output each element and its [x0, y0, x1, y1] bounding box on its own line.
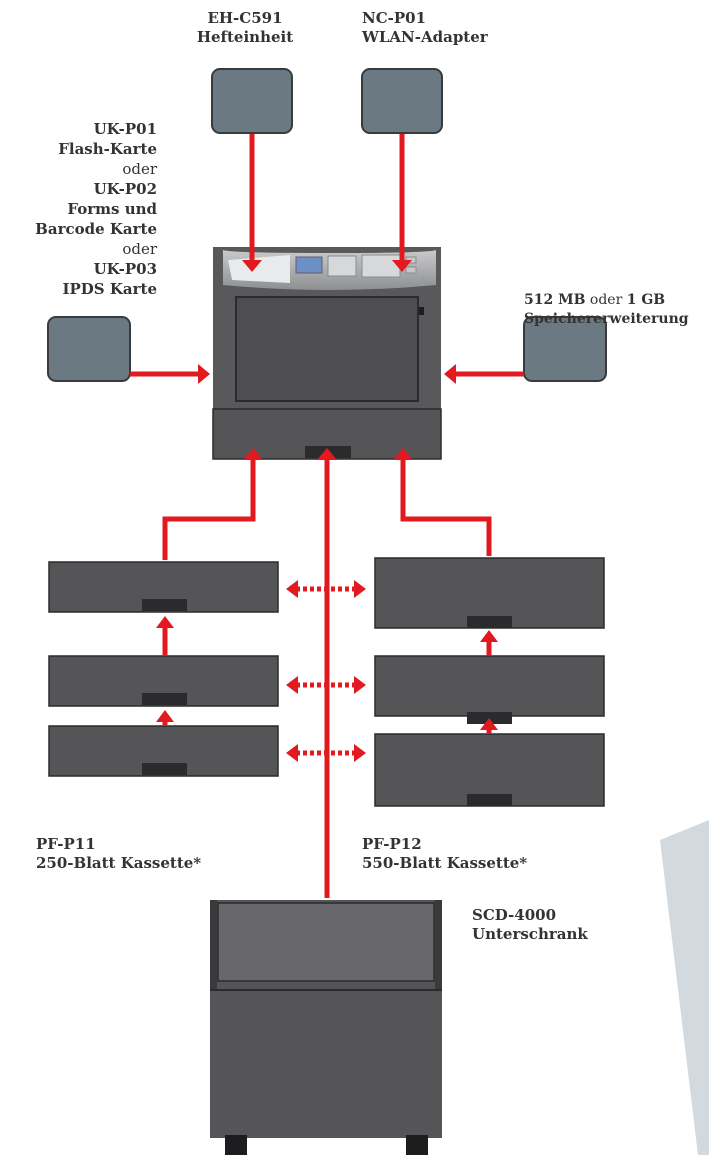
arrowhead: [286, 744, 298, 762]
wlan-name: WLAN-Adapter: [362, 28, 488, 46]
cassette-small-label: PF-P11 250-Blatt Kassette*: [36, 835, 256, 873]
printer-panel-face: [228, 255, 290, 283]
card-options-label: UK-P01 Flash-Karte oder UK-P02 Forms und…: [0, 119, 157, 299]
arrowhead: [317, 448, 337, 460]
printer-lcd: [295, 256, 323, 274]
wlan-code: NC-P01: [362, 9, 427, 27]
cassette-handle: [467, 616, 512, 628]
cassette-handle: [142, 693, 187, 705]
arrowhead: [198, 364, 210, 384]
cassette-small-code: PF-P11: [36, 835, 96, 853]
cabinet-label: SCD-4000 Unterschrank: [472, 906, 652, 944]
arrowhead: [286, 676, 298, 694]
arrowhead: [480, 630, 498, 642]
cassette-large-2: [374, 655, 605, 717]
cassette-handle: [467, 794, 512, 806]
cabinet-door: [217, 902, 435, 982]
arrowhead: [354, 744, 366, 762]
stapler-name: Hefteinheit: [196, 28, 294, 46]
cabinet-wheel-left: [225, 1135, 247, 1155]
printer: [212, 247, 442, 460]
arrowhead: [286, 580, 298, 598]
arrow-small-stack: [162, 456, 256, 560]
cabinet-code: SCD-4000: [472, 906, 557, 924]
connection-arrows: [130, 134, 524, 898]
printer-led-b: [405, 266, 417, 274]
flash-card-code: UK-P01: [93, 120, 157, 138]
cabinet: [210, 900, 442, 1155]
arrow-large-stack: [400, 456, 492, 556]
cabinet-wheel-right: [406, 1135, 428, 1155]
cassette-large-code: PF-P12: [362, 835, 422, 853]
forms-card-code: UK-P02: [93, 180, 157, 198]
arrowhead: [354, 580, 366, 598]
cassette-large-label: PF-P12 550-Blatt Kassette*: [362, 835, 582, 873]
memory-name: Speichererweiterung: [524, 311, 689, 327]
card-module-box: [47, 316, 131, 382]
arrowhead: [156, 616, 174, 628]
memory-option-2: 1 GB: [626, 292, 666, 308]
cassette-large-name: 550-Blatt Kassette*: [362, 854, 528, 872]
forms-card-name-1: Forms und: [67, 200, 157, 218]
cassette-handle: [467, 712, 512, 724]
cassette-stack-large: [374, 557, 605, 807]
stapler-module-box: [211, 68, 293, 134]
cabinet-side-left: [210, 900, 217, 990]
or-text: oder: [589, 292, 623, 308]
arrowhead: [393, 448, 413, 460]
stapler-label: EH-C591 Hefteinheit: [180, 9, 310, 47]
printer-button-a: [327, 255, 357, 277]
memory-module-box: [523, 316, 607, 382]
printer-front-door: [235, 296, 419, 402]
printer-button-b: [361, 254, 401, 278]
arrowhead: [354, 676, 366, 694]
arrowheads: [156, 260, 498, 762]
cassette-small-name: 250-Blatt Kassette*: [36, 854, 202, 872]
cassette-stack-small: [48, 561, 279, 777]
arrowhead: [243, 448, 263, 460]
wlan-module-box: [361, 68, 443, 134]
cassette-handle: [142, 599, 187, 611]
backdrop-shape: [660, 820, 709, 1155]
arrowhead: [156, 710, 174, 722]
or-text: oder: [122, 160, 157, 178]
ipds-card-name: IPDS Karte: [62, 280, 158, 298]
cassette-handle: [142, 763, 187, 775]
arrowhead: [242, 260, 262, 272]
printer-latch: [419, 307, 424, 315]
cabinet-name: Unterschrank: [472, 925, 588, 943]
wlan-label: NC-P01 WLAN-Adapter: [362, 9, 512, 47]
arrowhead: [480, 718, 498, 730]
arrowhead: [392, 260, 412, 272]
or-text: oder: [122, 240, 157, 258]
flash-card-name: Flash-Karte: [58, 140, 157, 158]
memory-option-1: 512 MB: [524, 292, 586, 308]
stapler-code: EH-C591: [207, 9, 283, 27]
cabinet-side-right: [435, 900, 442, 990]
arrowhead: [444, 364, 456, 384]
forms-card-name-2: Barcode Karte: [35, 220, 157, 238]
memory-label: 512 MB oder 1 GB Speichererweiterung: [524, 291, 709, 329]
ipds-card-code: UK-P03: [93, 260, 157, 278]
